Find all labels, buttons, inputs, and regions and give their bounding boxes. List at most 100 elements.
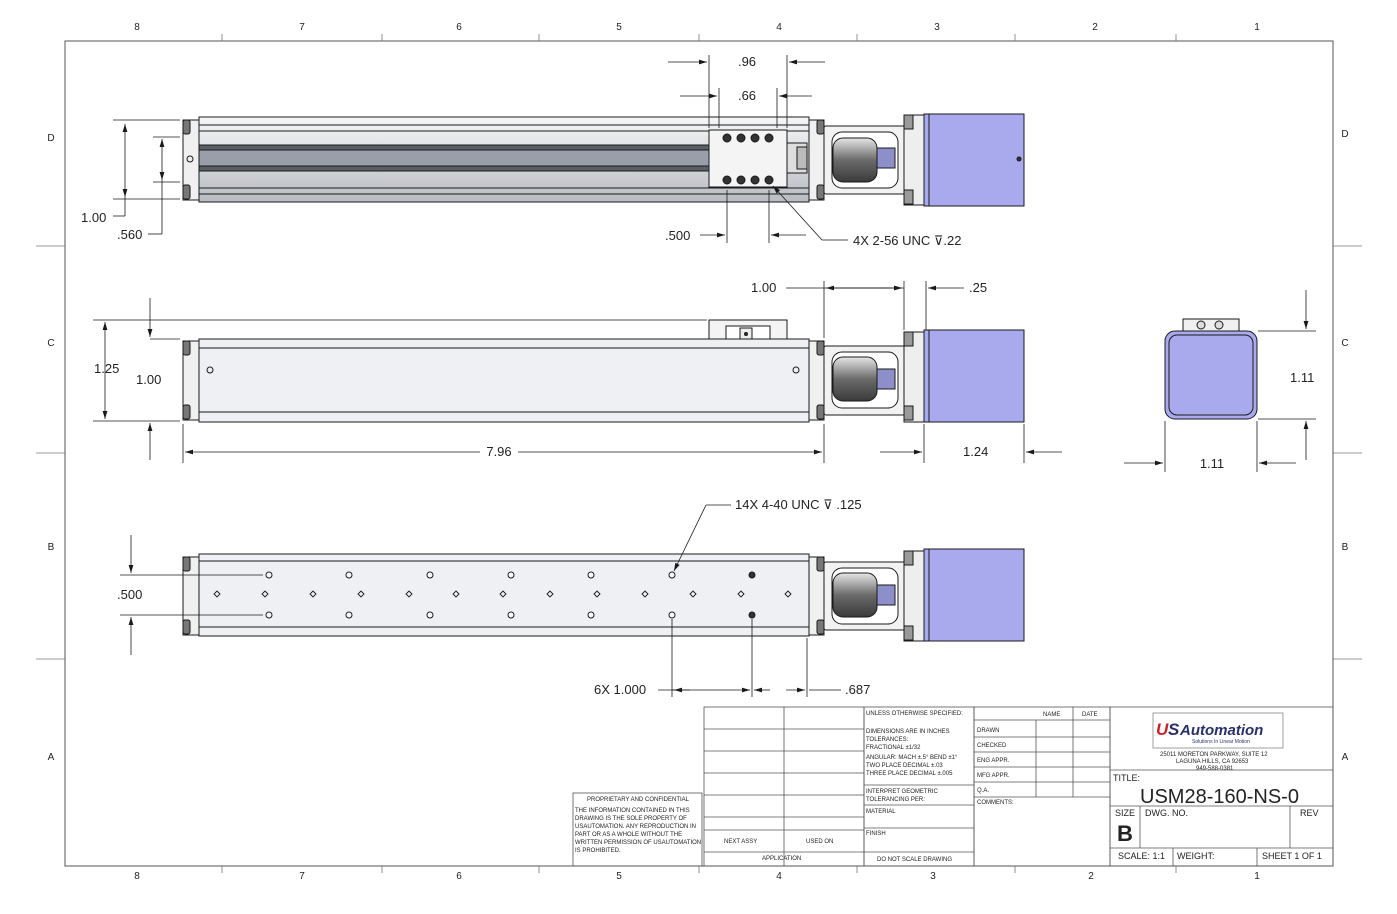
used-on: USED ON <box>806 839 833 845</box>
proprietary-title: PROPRIETARY AND CONFIDENTIAL <box>587 797 690 803</box>
zone-col: 5 <box>616 22 622 33</box>
tol-line: THREE PLACE DECIMAL ±.005 <box>866 771 953 777</box>
dim-124: 1.24 <box>963 444 988 459</box>
role: DRAWN <box>977 728 999 734</box>
zone-col: 2 <box>1092 22 1098 33</box>
interpret: INTERPRET GEOMETRIC <box>866 789 939 795</box>
logo-s: S <box>1168 720 1180 739</box>
tol-line: ANGULAR: MACH ±.5° BEND ±1° <box>866 755 958 761</box>
dim-111-h: 1.11 <box>1290 370 1314 385</box>
proprietary-line: DRAWING IS THE SOLE PROPERTY OF <box>575 816 687 822</box>
sheet-number: SHEET 1 OF 1 <box>1262 851 1322 861</box>
zone-col: 4 <box>776 871 782 882</box>
zone-col: 7 <box>299 871 305 882</box>
application: APPLICATION <box>762 856 801 862</box>
zone-row: B <box>1342 542 1349 553</box>
side-view-dim-text: 1.00 .25 1.25 1.00 7.96 1.24 <box>94 280 988 459</box>
material: MATERIAL <box>866 809 896 815</box>
tol-line: FRACTIONAL ±1/32 <box>866 745 921 751</box>
title-block-text: UNLESS OTHERWISE SPECIFIED: NAME DATE DI… <box>575 711 1322 863</box>
end-view <box>1164 318 1258 420</box>
dim-025: .25 <box>969 280 987 295</box>
callout-4-40: 14X 4-40 UNC ⊽ .125 <box>735 497 862 512</box>
zone-col: 1 <box>1254 871 1260 882</box>
do-not-scale: DO NOT SCALE DRAWING <box>877 857 952 863</box>
zone-row: C <box>1341 338 1348 349</box>
top-view-dim-text: .96 .66 1.00 .560 .500 4X 2-56 UNC ⊽.22 <box>81 54 962 248</box>
bottom-view-dim-text: 14X 4-40 UNC ⊽ .125 .500 6X 1.000 .687 <box>117 497 870 697</box>
zone-labels-bottom: 8 7 6 5 4 3 2 1 <box>134 871 1260 882</box>
zone-row: B <box>48 542 55 553</box>
address-line: LAGUNA HILLS, CA 92653 <box>1176 759 1249 765</box>
side-view-dims <box>93 281 1062 463</box>
carriage <box>708 129 788 188</box>
dim-0500: .500 <box>665 228 690 243</box>
proprietary-line: PART OR AS A WHOLE WITHOUT THE <box>575 832 682 838</box>
tol-line: TOLERANCES: <box>866 737 909 743</box>
tol-line: TWO PLACE DECIMAL ±.03 <box>866 763 943 769</box>
motor <box>923 113 1025 207</box>
zone-labels-left: D C B A <box>47 133 54 763</box>
zone-col: 8 <box>134 871 140 882</box>
zone-col: 7 <box>299 22 305 33</box>
top-view <box>182 113 1025 207</box>
coupler <box>832 137 878 183</box>
dim-6x1000: 6X 1.000 <box>594 682 646 697</box>
side-view <box>182 319 1025 423</box>
zone-row: A <box>1342 752 1349 763</box>
size-value: B <box>1117 821 1133 846</box>
zone-col: 3 <box>934 22 940 33</box>
date-header: DATE <box>1082 712 1098 718</box>
role: ENG APPR. <box>977 758 1010 764</box>
address-line: 25011 MORETON PARKWAY, SUITE 12 <box>1160 752 1268 758</box>
zone-row: D <box>47 133 54 144</box>
weight: WEIGHT: <box>1177 851 1215 861</box>
top-view-dims <box>113 55 848 243</box>
address-line: 949-588-0381 <box>1196 766 1234 772</box>
drawing-title: USM28-160-NS-0 <box>1140 786 1299 808</box>
dim-111-w: 1.11 <box>1200 456 1224 471</box>
end-view-dim-text: 1.11 1.11 <box>1200 370 1315 471</box>
bottom-view-dims <box>120 504 841 697</box>
proprietary-line: WRITTEN PERMISSION OF USAUTOMATION <box>575 840 701 846</box>
dim-066: .66 <box>738 88 756 103</box>
zone-col: 8 <box>134 22 140 33</box>
zone-labels-top: 8 7 6 5 4 3 2 1 <box>134 22 1260 33</box>
zone-col: 4 <box>776 22 782 33</box>
dim-100-top: 1.00 <box>751 280 776 295</box>
role: Q.A. <box>977 788 989 794</box>
company-logo: U S Automation Solutions In Linear Motio… <box>1152 712 1284 749</box>
zone-row: C <box>47 338 54 349</box>
rail-side <box>198 338 810 423</box>
motor-bottom <box>923 548 1025 642</box>
motor-side <box>923 329 1025 423</box>
name-header: NAME <box>1043 712 1060 718</box>
finish: FINISH <box>866 831 886 837</box>
dim-125: 1.25 <box>94 361 119 376</box>
zone-ticks <box>36 34 1362 873</box>
end-view-dims <box>1124 290 1316 472</box>
zone-col: 2 <box>1088 871 1094 882</box>
logo-u: U <box>1156 720 1169 739</box>
zone-col: 1 <box>1254 22 1260 33</box>
zone-col: 6 <box>456 22 462 33</box>
size-label: SIZE <box>1115 808 1135 818</box>
tol-line: DIMENSIONS ARE IN INCHES <box>866 729 950 735</box>
unless-specified: UNLESS OTHERWISE SPECIFIED: <box>866 711 963 717</box>
proprietary-line: IS PROHIBITED. <box>575 848 621 854</box>
dim-0500: .500 <box>117 587 142 602</box>
logo-tagline: Solutions In Linear Motion <box>1192 739 1250 745</box>
role: MFG APPR. <box>977 773 1010 779</box>
callout-2-56: 4X 2-56 UNC ⊽.22 <box>853 233 962 248</box>
dim-100-left: 1.00 <box>136 372 161 387</box>
role: CHECKED <box>977 743 1007 749</box>
zone-col: 3 <box>930 871 936 882</box>
dim-096: .96 <box>738 54 756 69</box>
dim-100: 1.00 <box>81 210 106 225</box>
title-block <box>572 706 1334 867</box>
zone-col: 5 <box>616 871 622 882</box>
rev-label: REV <box>1300 808 1319 818</box>
zone-col: 6 <box>456 871 462 882</box>
